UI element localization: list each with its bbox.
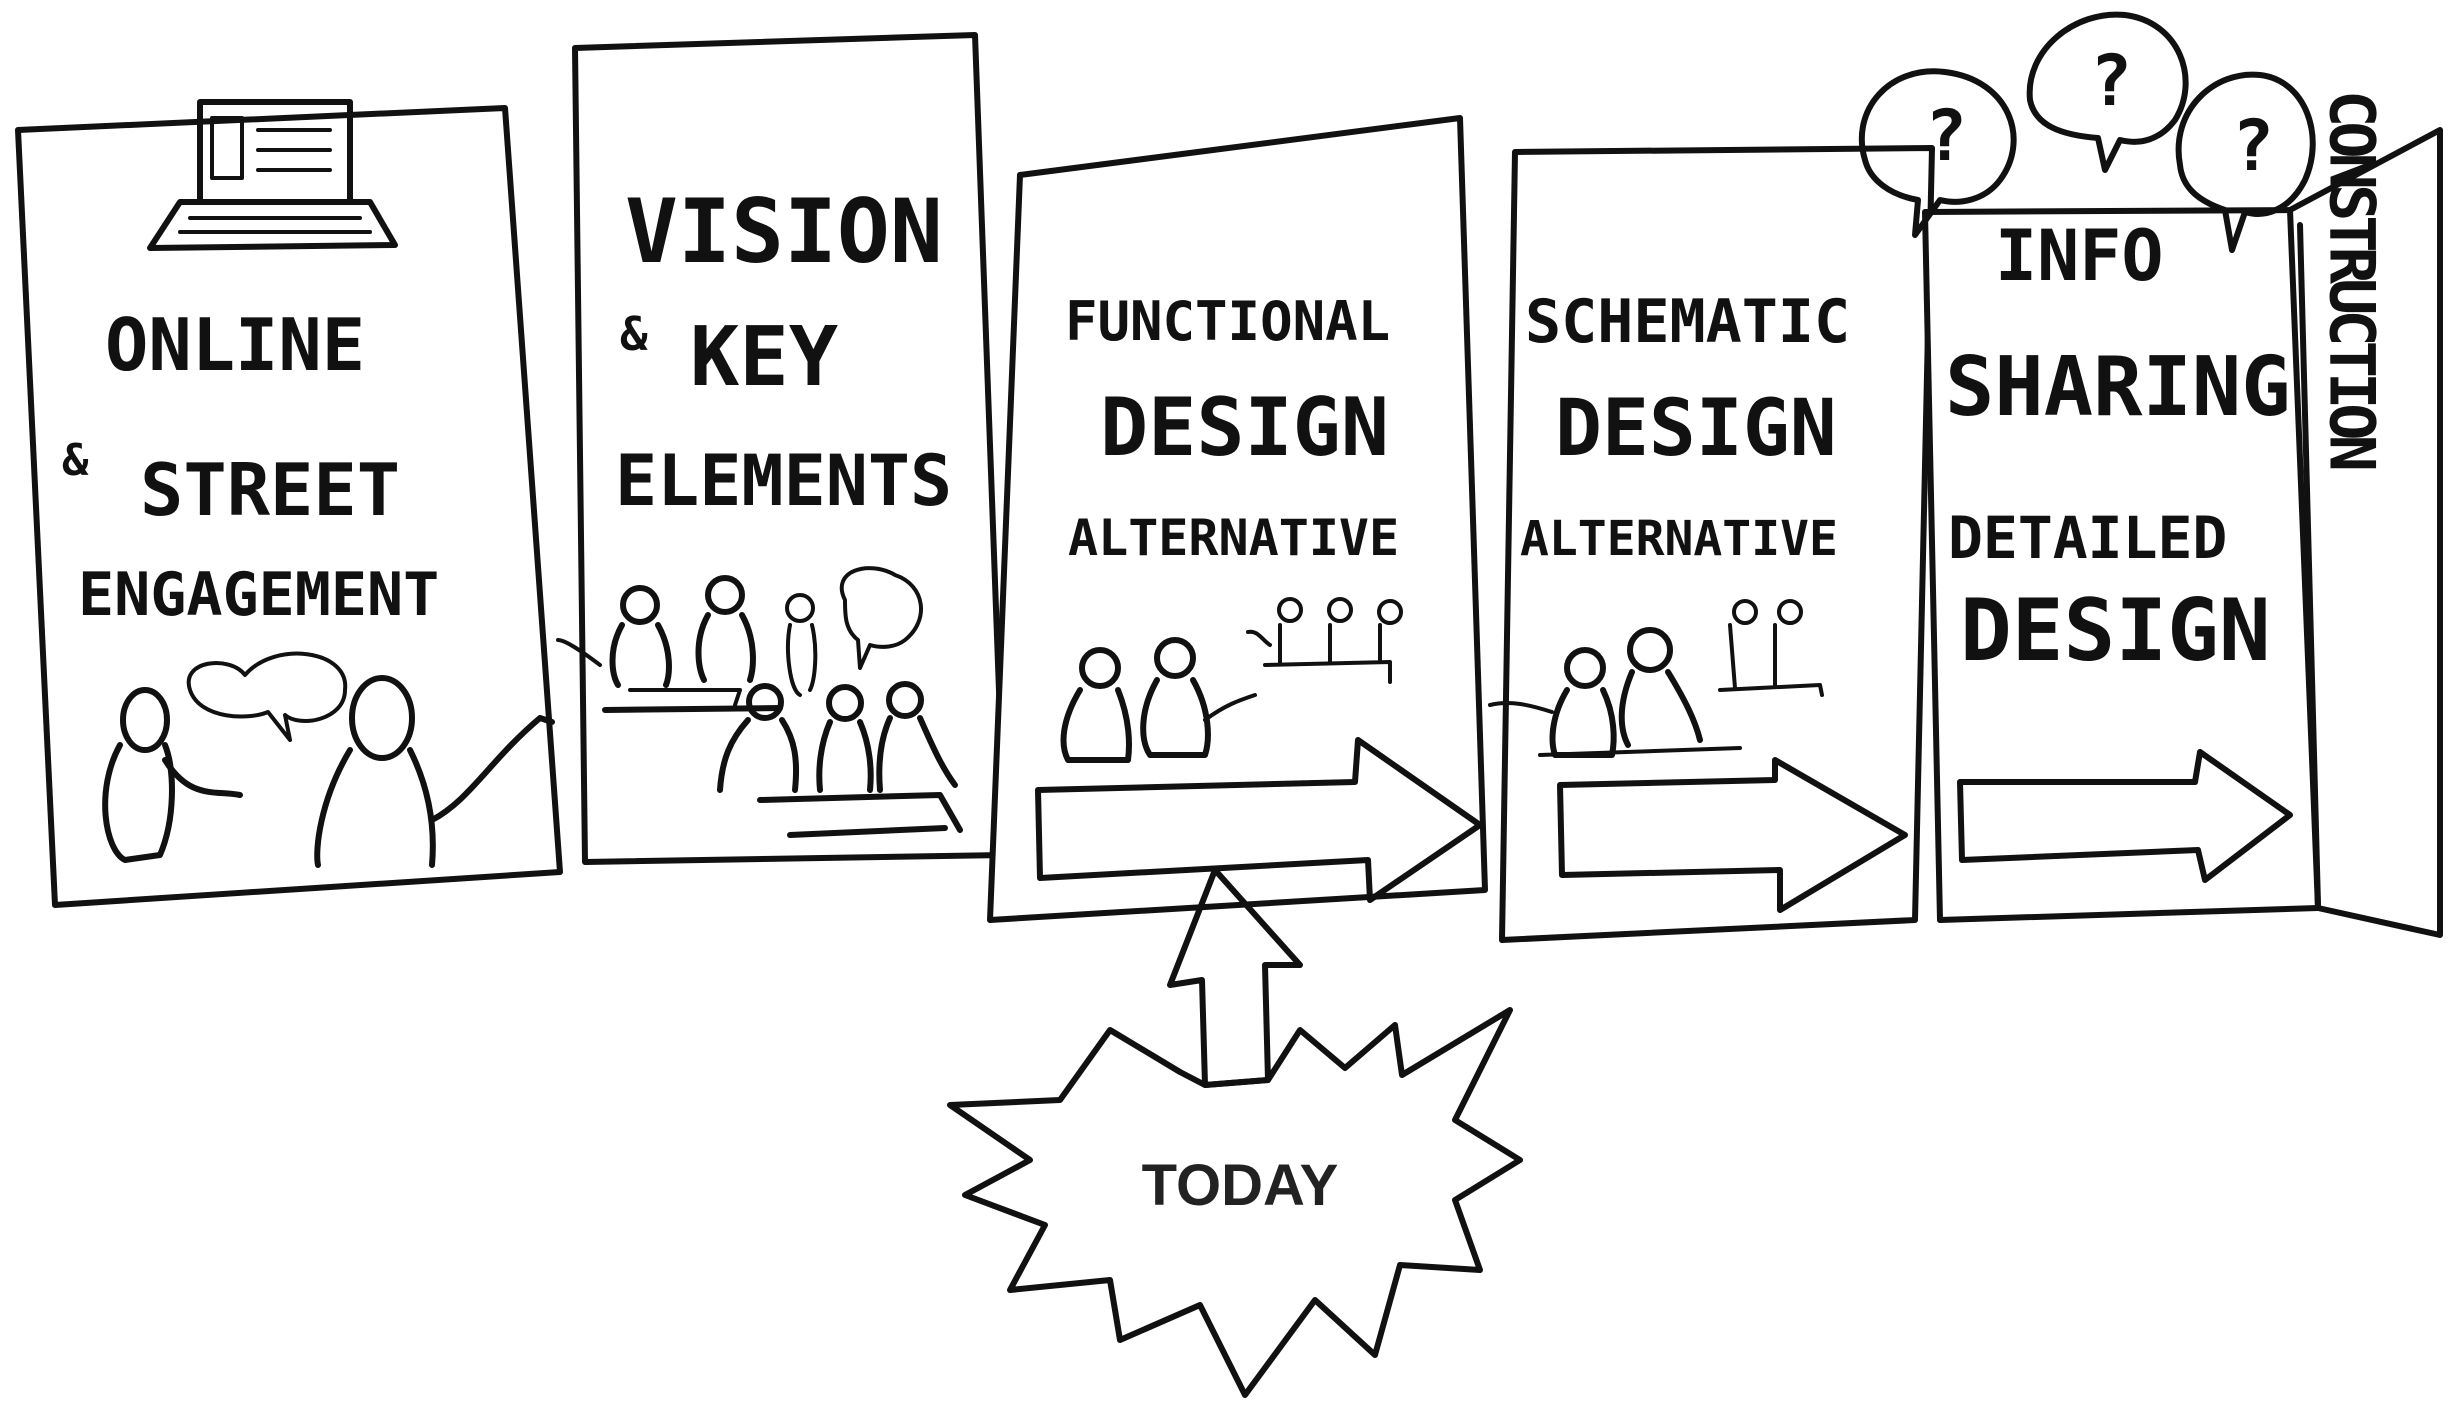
stage-construction: CONSTRUCTION — [2287, 90, 2443, 938]
stage-info-sharing-detailed-design: ? ? ? INFO SHARING DETAILED DESIGN — [1858, 11, 2321, 923]
stage-2-line-3: KEY — [690, 310, 839, 405]
arrow-right-icon — [1957, 749, 2293, 883]
stage-5-line-3: DETAILED — [1948, 504, 2227, 572]
team-working-icon — [1060, 597, 1403, 763]
stage-2-line-1: VISION — [625, 180, 943, 283]
stage-5-line-1: INFO — [1995, 215, 2164, 297]
stage-1-line-3: STREET — [140, 448, 400, 532]
stage-4-line-2: DESIGN — [1555, 384, 1837, 474]
stage-1-line-2: & — [62, 435, 89, 486]
stage-vision-key-elements: VISION & KEY ELEMENTS — [556, 32, 1008, 865]
stage-schematic-design: SCHEMATIC DESIGN ALTERNATIVE — [1488, 145, 1935, 943]
laptop-icon — [147, 99, 398, 251]
stage-4-line-3: ALTERNATIVE — [1520, 511, 1838, 567]
arrow-right-icon — [1035, 737, 1483, 903]
construction-label: CONSTRUCTION — [2316, 90, 2389, 469]
stage-1-line-1: ONLINE — [105, 303, 365, 387]
stage-5-line-2: SHARING — [1945, 340, 2291, 435]
stage-2-line-2: & — [620, 307, 648, 361]
stage-online-street-engagement: ONLINE & STREET ENGAGEMENT — [15, 99, 563, 908]
today-marker: TODAY — [947, 867, 1523, 1398]
question-mark-2: ? — [2090, 40, 2132, 122]
stage-4-line-1: SCHEMATIC — [1525, 287, 1850, 357]
today-label: TODAY — [1142, 1153, 1339, 1218]
question-bubbles-icon: ? ? ? — [1858, 11, 2316, 253]
team-working-icon — [1488, 599, 1824, 758]
people-talking-icon — [102, 651, 555, 868]
starburst-icon — [947, 1007, 1523, 1398]
meeting-table-icon — [556, 566, 963, 838]
stage-5-line-4: DESIGN — [1960, 581, 2271, 681]
stage-3-line-2: DESIGN — [1100, 381, 1389, 474]
question-mark-1: ? — [1925, 95, 1967, 177]
stage-1-line-4: ENGAGEMENT — [78, 560, 439, 630]
question-mark-3: ? — [2232, 105, 2274, 187]
stage-2-line-4: ELEMENTS — [615, 440, 952, 522]
stage-functional-design: FUNCTIONAL DESIGN ALTERNATIVE — [987, 115, 1488, 923]
stage-3-line-3: ALTERNATIVE — [1068, 509, 1399, 567]
stage-3-line-1: FUNCTIONAL — [1065, 290, 1390, 353]
arrow-right-icon — [1557, 757, 1908, 913]
